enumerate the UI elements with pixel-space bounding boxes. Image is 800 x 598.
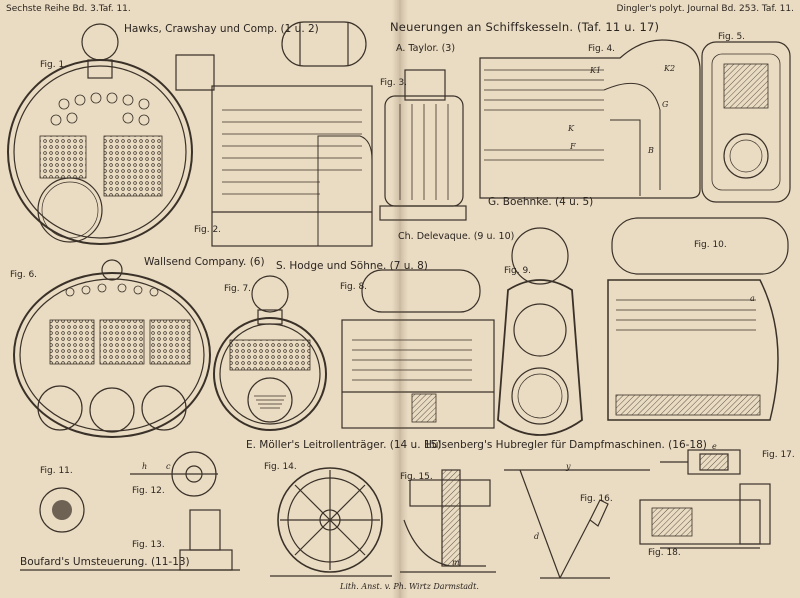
fig3-vertical-boiler (379, 69, 467, 221)
caption-taylor: A. Taylor. (3) (396, 43, 456, 54)
fig11-13-boufard-gear (20, 451, 240, 571)
fig-label-9: Fig. 9. (504, 266, 532, 276)
fig8-hodge-boiler-side (341, 269, 495, 429)
fig-label-1: Fig. 1. (40, 60, 68, 70)
fig-label-16: Fig. 16. (580, 494, 613, 504)
fig2-boiler-side (175, 21, 373, 247)
caption-footer: Lith. Anst. v. Ph. Wirtz Darmstadt. (340, 582, 479, 591)
fig1-boiler-front (7, 23, 193, 245)
part-label-g: G (662, 100, 669, 109)
fig15-moeller-section (400, 469, 496, 573)
fig-label-7: Fig. 7. (224, 284, 252, 294)
part-label-b: B (648, 146, 654, 155)
page-fold-crease (392, 0, 408, 598)
fig18-huelsenberg-section (639, 483, 771, 549)
caption-boehnke: G. Boehnke. (4 u. 5) (488, 196, 594, 208)
header-left: Sechste Reihe Bd. 3.Taf. 11. (6, 4, 131, 14)
part-label-k2: K2 (664, 64, 676, 73)
part-label-a: a (750, 294, 755, 303)
fig-label-17: Fig. 17. (762, 450, 795, 460)
header-right: Dingler's polyt. Journal Bd. 253. Taf. 1… (616, 4, 794, 14)
fig16-huelsenberg-lever (504, 469, 650, 579)
part-label-f: F (570, 142, 576, 151)
fig-label-8: Fig. 8. (340, 282, 368, 292)
fig-label-5: Fig. 5. (718, 32, 746, 42)
fig-label-15: Fig. 15. (400, 472, 433, 482)
caption-huelsenberg: Hülsenberg's Hubregler für Dampfmaschine… (424, 439, 707, 451)
part-label-h: h (142, 462, 148, 471)
caption-moeller: E. Möller's Leitrollenträger. (14 u. 15) (246, 439, 442, 451)
caption-hawks: Hawks, Crawshay und Comp. (1 u. 2) (124, 23, 319, 35)
fig-label-11: Fig. 11. (40, 466, 73, 476)
fig-label-10: Fig. 10. (694, 240, 727, 250)
caption-hodge: S. Hodge und Söhne. (7 u. 8) (276, 260, 428, 272)
caption-boufard: Boufard's Umsteuerung. (11-13) (20, 556, 190, 568)
part-label-e: e (712, 442, 717, 451)
fig5-boehnke-end (701, 41, 791, 203)
fig17-huelsenberg-cylinder (660, 449, 741, 475)
fig10-delevaque-boiler (607, 217, 789, 421)
fig-label-4: Fig. 4. (588, 44, 616, 54)
part-label-d: d (534, 532, 540, 541)
fig-label-3: Fig. 3. (380, 78, 408, 88)
fig9-delevaque-section (497, 227, 583, 436)
fig-label-14: Fig. 14. (264, 462, 297, 472)
fig-label-18: Fig. 18. (648, 548, 681, 558)
fig6-wallsend-boiler (13, 259, 211, 438)
part-label-k: K (568, 124, 574, 133)
part-label-c: c (166, 462, 171, 471)
caption-wallsend: Wallsend Company. (6) (144, 256, 265, 268)
plate-title: Neuerungen an Schiffskesseln. (Taf. 11 u… (390, 20, 660, 34)
fig4-boehnke-boiler (479, 39, 701, 199)
part-label-k1: K1 (590, 66, 602, 75)
caption-delevaque: Ch. Delevaque. (9 u. 10) (398, 231, 515, 242)
fig7-hodge-boiler-front (213, 275, 327, 431)
fig-label-2: Fig. 2. (194, 225, 222, 235)
part-label-y: y (566, 462, 571, 471)
part-label-m: m (452, 558, 460, 567)
fig14-moeller-pulley (270, 467, 392, 577)
fig-label-6: Fig. 6. (10, 270, 38, 280)
fig-label-12: Fig. 12. (132, 486, 165, 496)
fig-label-13: Fig. 13. (132, 540, 165, 550)
